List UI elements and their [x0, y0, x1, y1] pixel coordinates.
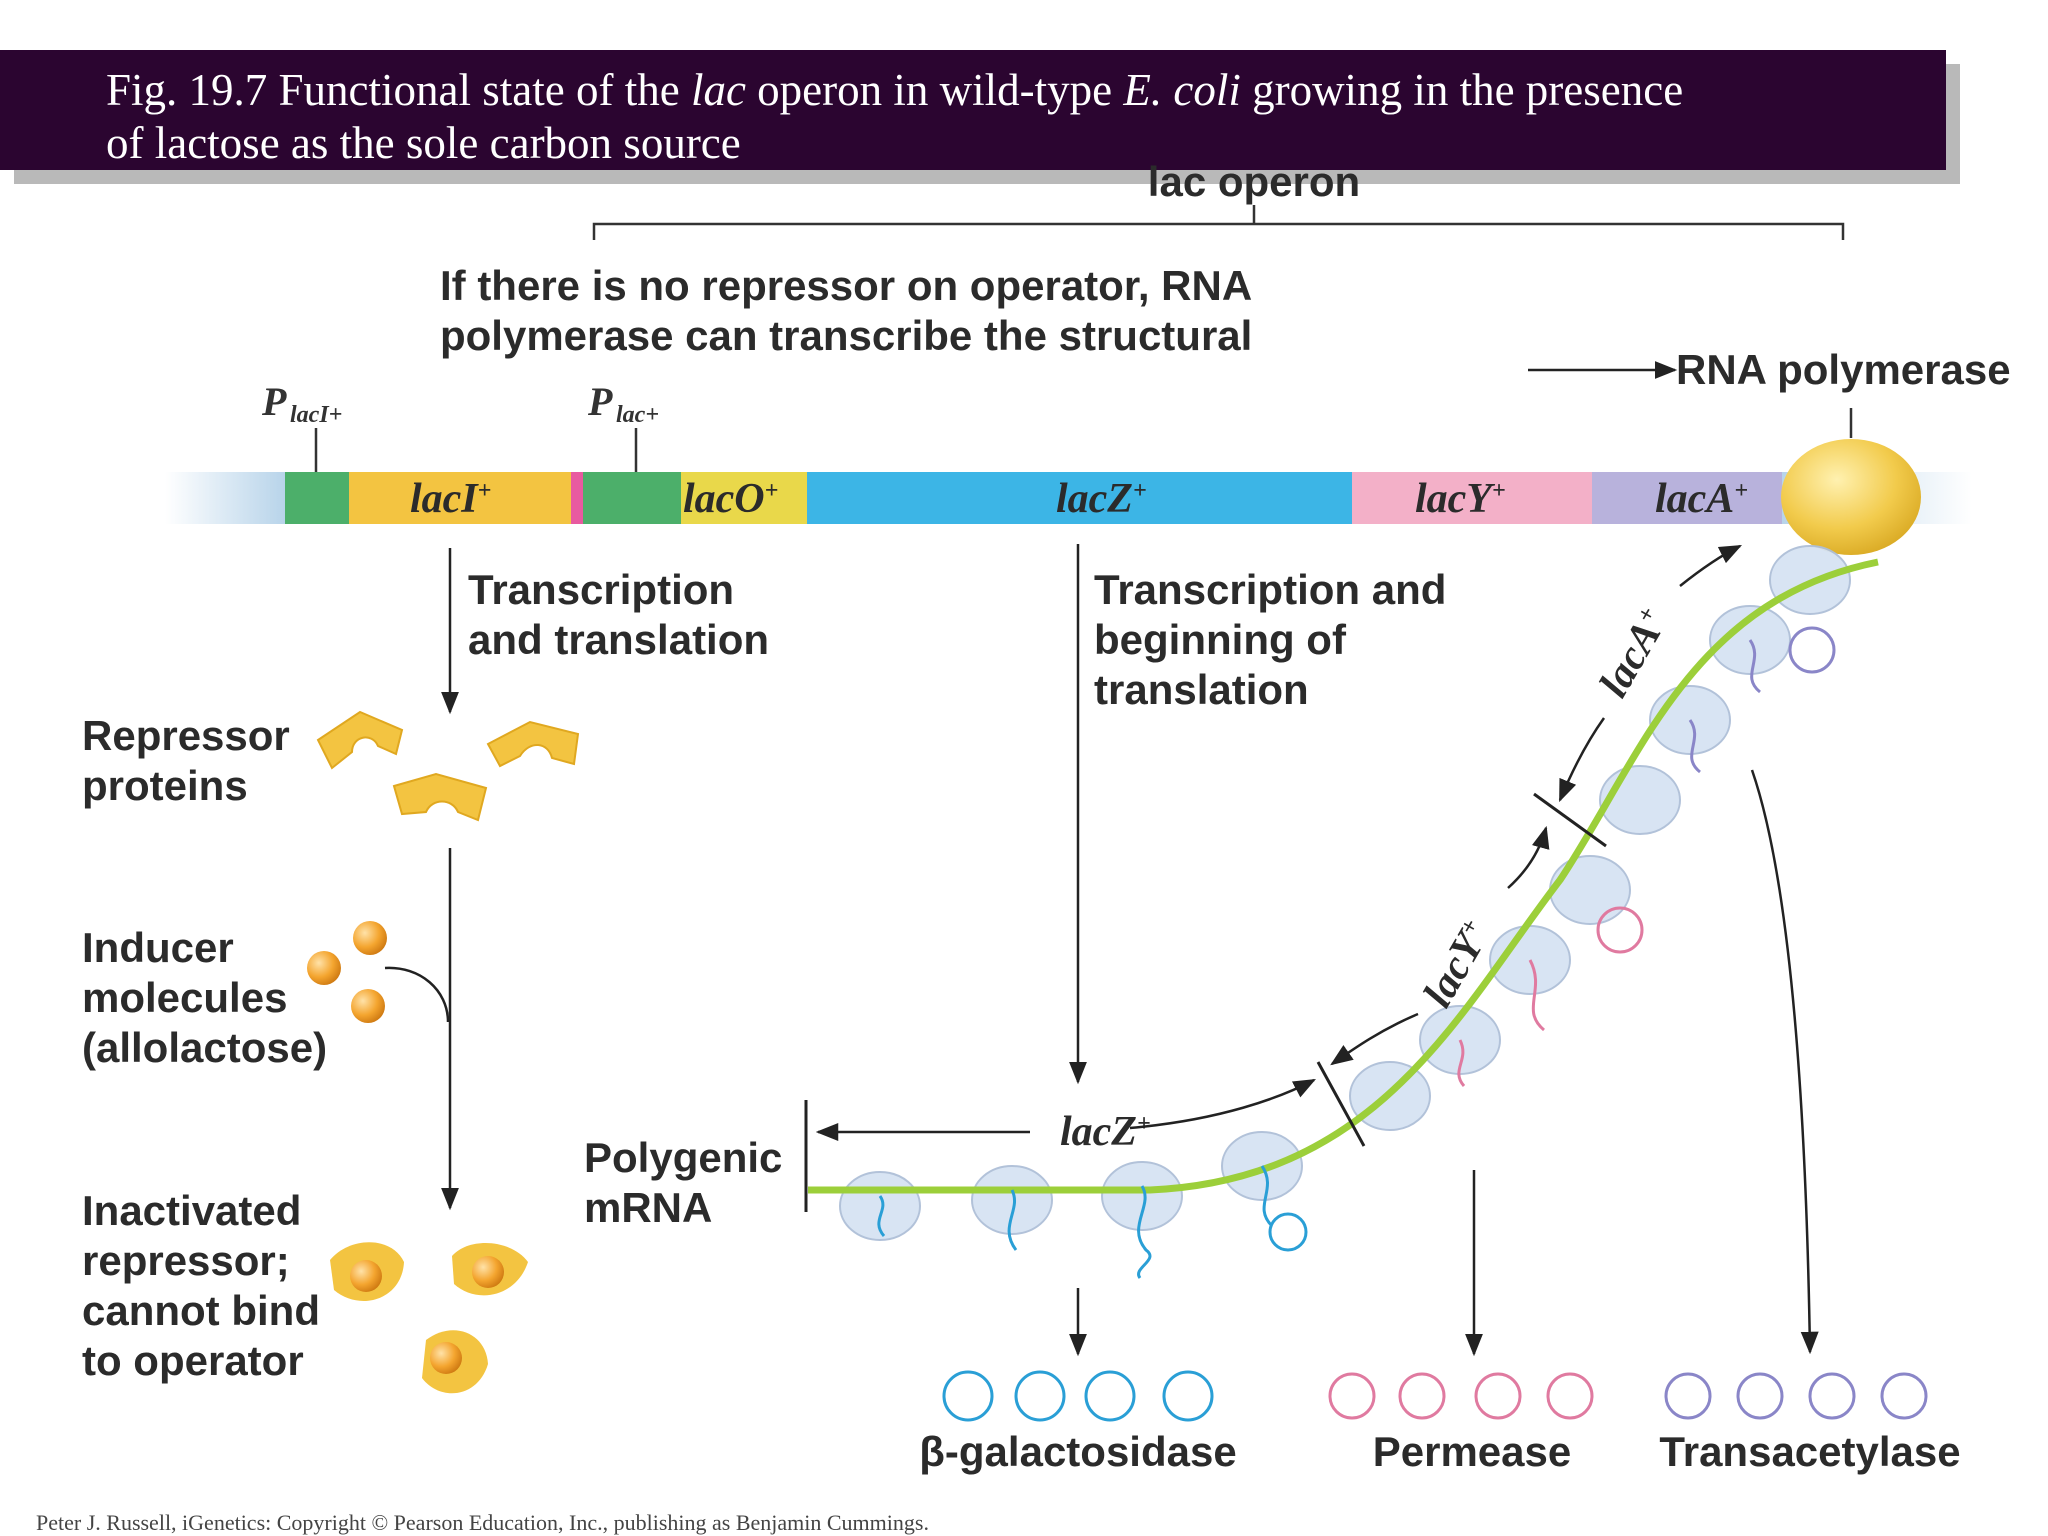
figure-caption-banner: Fig. 19.7 Functional state of the lac op…	[0, 50, 1946, 170]
laca-label: lacA+	[1655, 476, 1748, 522]
nascent-polypeptides	[877, 626, 1836, 1279]
operator-laco	[681, 472, 807, 524]
caption-line2: of lactose as the sole carbon source	[106, 118, 741, 168]
caption-suffix: growing in the presence	[1240, 65, 1684, 115]
polygenic-label-1: Polygenic	[584, 1134, 782, 1181]
note-line-2: polymerase can transcribe the structural	[440, 312, 1252, 359]
lacz-label: lacZ+	[1056, 476, 1147, 522]
repressor-proteins	[316, 710, 580, 822]
inactivated-label-4: to operator	[82, 1337, 304, 1384]
transcription-label-2: and translation	[468, 616, 769, 663]
svg-text:lac+: lac+	[616, 402, 659, 428]
inactivated-label-2: repressor;	[82, 1237, 290, 1284]
operon-label: lac operon	[1148, 158, 1360, 205]
permease-label: Permease	[1373, 1428, 1572, 1475]
inducer-molecules	[307, 921, 387, 1023]
inducer-label-3: (allolactose)	[82, 1024, 327, 1071]
svg-text:P: P	[261, 379, 287, 424]
promoter-placi	[285, 472, 349, 524]
permease-proteins	[1328, 1372, 1594, 1420]
promoter-plac	[583, 472, 681, 524]
figure-caption: Fig. 19.7 Functional state of the lac op…	[106, 64, 1906, 170]
inactivated-label-3: cannot bind	[82, 1287, 320, 1334]
rna-polymerase-label: RNA polymerase	[1676, 346, 2011, 393]
copyright-credit: Peter J. Russell, iGenetics: Copyright ©…	[36, 1510, 929, 1535]
gene-laca	[1592, 472, 1782, 524]
caption-lac: lac	[690, 65, 746, 115]
lacy-label: lacY+	[1415, 476, 1506, 522]
inducer-label-1: Inducer	[82, 924, 234, 971]
svg-text:P: P	[587, 379, 613, 424]
tb-label-1: Transcription and	[1094, 566, 1446, 613]
transacetylase-proteins	[1664, 1372, 1928, 1420]
polygenic-label-2: mRNA	[584, 1184, 712, 1231]
caption-prefix: Fig. 19.7 Functional state of the	[106, 65, 691, 115]
mrna-lacy-label: lacY+	[1415, 913, 1500, 1015]
repressor-label-1: Repressor	[82, 712, 290, 759]
mrna-lacz-label: lacZ+	[1060, 1109, 1151, 1155]
tb-label-3: translation	[1094, 666, 1309, 713]
operon-bracket: lac operon	[592, 158, 1845, 240]
gene-laci	[349, 472, 571, 524]
caption-ecoli: E. coli	[1123, 65, 1241, 115]
note-line-1: If there is no repressor on operator, RN…	[440, 262, 1252, 309]
laci-label: lacI+	[410, 476, 491, 522]
transacetylase-label: Transacetylase	[1659, 1428, 1960, 1475]
gene-lacz	[807, 472, 1352, 524]
laco-label: lacO+	[683, 476, 778, 522]
rna-polymerase	[1781, 439, 1921, 555]
repressor-label-2: proteins	[82, 762, 248, 809]
caption-middle: operon in wild-type	[745, 65, 1124, 115]
transcription-label-1: Transcription	[468, 566, 734, 613]
promoter-plac-label: P lac+	[587, 379, 659, 472]
mrna-laca-label: lacA+	[1591, 601, 1677, 705]
polygenic-mrna	[808, 558, 1879, 1194]
beta-galactosidase-proteins	[942, 1370, 1214, 1422]
promoter-placi-label: P lacI+	[261, 379, 342, 472]
inducer-label-2: molecules	[82, 974, 287, 1021]
tb-label-2: beginning of	[1094, 616, 1347, 663]
beta-galactosidase-label: β-galactosidase	[919, 1428, 1236, 1475]
dna-strand	[165, 472, 1972, 524]
inactivated-label-1: Inactivated	[82, 1187, 301, 1234]
inactivated-repressors	[330, 1242, 528, 1394]
svg-text:lacI+: lacI+	[290, 402, 342, 428]
gene-lacy	[1352, 472, 1592, 524]
